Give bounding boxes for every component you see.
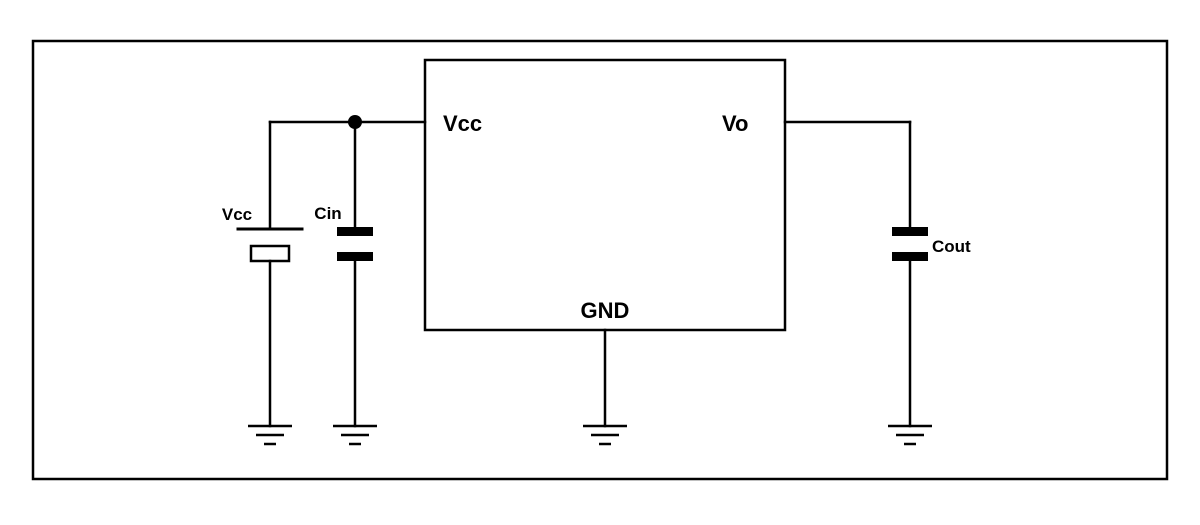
ic-vo-pin-label: Vo <box>722 111 748 136</box>
cin-label: Cin <box>314 204 341 223</box>
ground-symbol <box>248 424 292 446</box>
ground-symbol <box>888 424 932 446</box>
source-negative-plate <box>249 244 291 263</box>
ground-symbol <box>333 424 377 446</box>
ic-gnd-pin-label: GND <box>581 298 630 323</box>
diagram-border <box>31 39 1169 481</box>
ic-vcc-pin-label: Vcc <box>443 111 482 136</box>
cout-label: Cout <box>932 237 971 256</box>
source-label: Vcc <box>222 205 252 224</box>
ground-symbol <box>583 424 627 446</box>
ic-body <box>423 58 787 332</box>
